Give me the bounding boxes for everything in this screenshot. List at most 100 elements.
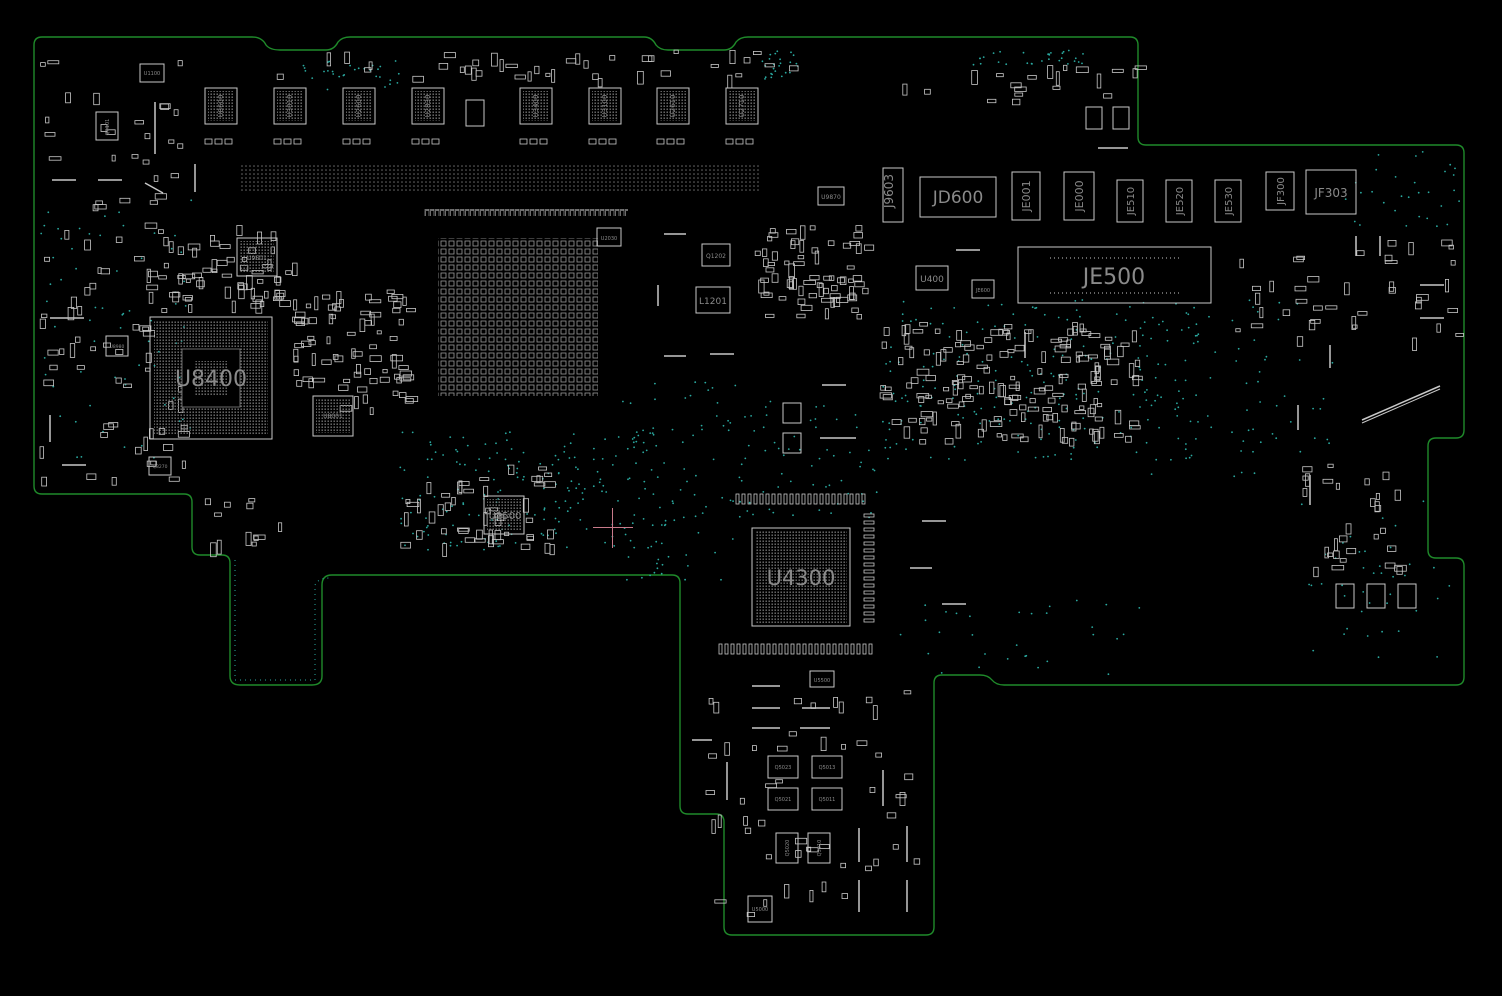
cpu-pad-grid <box>438 238 598 396</box>
u1100-label: U1100 <box>144 71 160 77</box>
j9603-label: J9603 <box>882 174 896 209</box>
u5000-part[interactable]: U5000 <box>747 895 773 923</box>
u400-label: U400 <box>920 275 944 285</box>
u9601-part[interactable]: U9601 <box>236 237 278 277</box>
memory-chip[interactable]: U2830 <box>411 87 445 125</box>
memory-row: U8600 U3010 U2600 U2830 U3400 U3100 U2610 U2710 <box>204 87 759 145</box>
q5013-label: Q5013 <box>819 765 836 771</box>
q5023-part[interactable]: Q5023 <box>767 755 799 779</box>
memory-chip-label: U2710 <box>738 95 746 118</box>
board-outline <box>33 36 1465 936</box>
je000-label: JE000 <box>1073 180 1086 212</box>
pad-large <box>1397 583 1417 609</box>
jf300-connector[interactable]: JF300 <box>1265 171 1295 211</box>
je510-connector[interactable]: JE510 <box>1116 179 1144 223</box>
q5021-label: Q5021 <box>775 797 792 803</box>
q5011-part[interactable]: Q5011 <box>811 787 843 811</box>
q5020-part[interactable]: Q5020 <box>775 832 799 864</box>
memory-chip[interactable]: U3400 <box>519 87 553 125</box>
je000-connector[interactable]: JE000 <box>1063 171 1095 221</box>
q8270-part[interactable]: Q8270 <box>148 456 172 476</box>
jf303-connector[interactable]: JF303 <box>1305 169 1357 215</box>
pad-large <box>1366 583 1386 609</box>
u4300-label: U4300 <box>767 566 836 590</box>
pad-large <box>1112 106 1130 130</box>
u400-chip[interactable]: U400 <box>915 265 949 291</box>
jd600-label: JD600 <box>932 188 984 208</box>
q5010-label: Q5010 <box>817 840 823 857</box>
u9870-label: U9870 <box>821 194 841 201</box>
memory-chip-label: U2600 <box>355 95 363 118</box>
je510-label: JE510 <box>1126 187 1137 216</box>
q5010-part[interactable]: Q5010 <box>807 832 831 864</box>
u4300-bga[interactable]: U4300 <box>751 527 851 627</box>
pad-large <box>1085 106 1103 130</box>
u4300-pin-rows <box>718 493 875 655</box>
jf300-label: JF300 <box>1276 177 1287 206</box>
q1202-part[interactable]: Q1202 <box>701 243 731 267</box>
u8980-label: U8980 <box>110 344 125 350</box>
u2030-part[interactable]: U2030 <box>596 227 622 247</box>
pad-large <box>782 432 802 454</box>
memory-chip-label: U8600 <box>217 95 225 118</box>
pad-large <box>1335 583 1355 609</box>
q5021-part[interactable]: Q5021 <box>767 787 799 811</box>
u1100-part[interactable]: U1100 <box>139 63 165 83</box>
u8400-bga[interactable]: U8400 <box>149 316 273 440</box>
memory-chip-label: U2830 <box>424 95 432 118</box>
memory-chip-label: U3400 <box>532 95 540 118</box>
memory-chip-label: U3010 <box>286 95 294 118</box>
jd600-connector[interactable]: JD600 <box>919 176 997 218</box>
je001-connector[interactable]: JE001 <box>1011 171 1041 221</box>
u5500-label: U5500 <box>814 678 830 684</box>
u2500-label: U2500 <box>489 511 522 522</box>
u8980-part[interactable]: U8980 <box>105 335 129 357</box>
u9870-part[interactable]: U9870 <box>817 186 845 206</box>
edge-via-trail <box>234 560 331 681</box>
u5500-part[interactable]: U5500 <box>809 670 835 688</box>
q1101-part[interactable]: Q1101 <box>95 111 119 141</box>
memory-chip[interactable]: U3010 <box>273 87 307 125</box>
q5020-label: Q5020 <box>785 840 791 857</box>
dimm-pad-row <box>424 209 628 216</box>
u9601-label: U9601 <box>247 255 267 262</box>
pad-field <box>39 49 1464 918</box>
q1101-label: Q1101 <box>105 119 111 136</box>
j9603-connector[interactable]: J9603 <box>882 167 904 223</box>
je600-label: JE600 <box>975 288 990 294</box>
crosshair-icon <box>593 508 633 548</box>
memory-chip[interactable]: U2710 <box>725 87 759 125</box>
memory-chip[interactable]: U2600 <box>342 87 376 125</box>
u8001-label: U8001 <box>323 413 343 420</box>
dimm-via-band <box>240 165 760 193</box>
q1202-label: Q1202 <box>706 253 726 260</box>
l1201-label: L1201 <box>699 297 727 307</box>
q5011-label: Q5011 <box>819 797 836 803</box>
memory-chip[interactable]: U8600 <box>204 87 238 125</box>
je600-part[interactable]: JE600 <box>971 279 995 299</box>
je500-label: JE500 <box>1081 265 1145 290</box>
diagonal-trace <box>1361 385 1441 421</box>
je520-connector[interactable]: JE520 <box>1165 179 1193 223</box>
je530-connector[interactable]: JE530 <box>1214 179 1242 223</box>
q5013-part[interactable]: Q5013 <box>811 755 843 779</box>
u8400-label: U8400 <box>175 367 247 392</box>
u2030-label: U2030 <box>601 236 617 242</box>
diagonal-trace <box>1361 388 1441 424</box>
memory-chip-label: U2610 <box>669 95 677 118</box>
je520-label: JE520 <box>1175 187 1186 216</box>
u5000-label: U5000 <box>752 907 768 913</box>
memory-chip[interactable]: U2610 <box>656 87 690 125</box>
l1201-inductor[interactable]: L1201 <box>695 286 731 314</box>
memory-chip[interactable]: U3100 <box>588 87 622 125</box>
je001-label: JE001 <box>1020 180 1033 212</box>
memory-chip-label: U3100 <box>601 95 609 118</box>
u2500-chip[interactable]: U2500 <box>483 495 525 535</box>
q8270-label: Q8270 <box>153 464 168 470</box>
u8001-part[interactable]: U8001 <box>312 395 354 437</box>
q5023-label: Q5023 <box>775 765 792 771</box>
je500-connector[interactable]: JE500 <box>1017 246 1212 304</box>
je530-label: JE530 <box>1224 187 1235 216</box>
jf303-label: JF303 <box>1313 186 1347 200</box>
